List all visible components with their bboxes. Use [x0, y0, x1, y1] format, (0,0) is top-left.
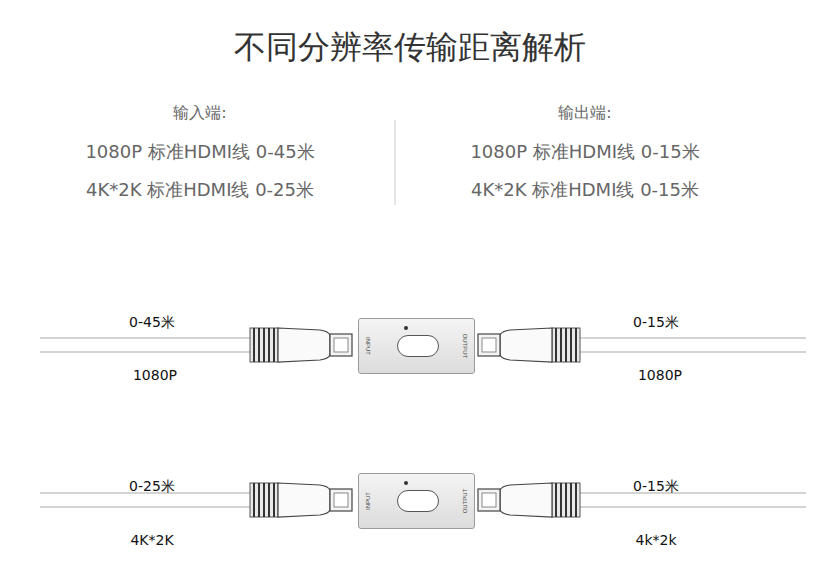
indicator-led: [404, 481, 408, 485]
column-heading: 输入端:: [173, 103, 226, 124]
title: 不同分辨率传输距离解析: [234, 26, 586, 70]
distance-label: 0-15米: [633, 314, 679, 332]
extender-box: INPUT OUTPUT: [358, 473, 475, 529]
resolution-label: 4K*2K: [130, 532, 173, 548]
port-label: OUTPUT: [462, 334, 468, 359]
button-panel: [397, 490, 439, 512]
resolution-label: 1080P: [133, 367, 177, 383]
port-label: INPUT: [365, 492, 371, 510]
port-label: INPUT: [365, 337, 371, 355]
indicator-led: [404, 326, 408, 330]
resolution-label: 1080P: [638, 367, 682, 383]
distance-label: 0-25米: [129, 478, 175, 496]
distance-label: 0-15米: [633, 478, 679, 496]
distance-label: 0-45米: [129, 314, 175, 332]
spec-line: 4K*2K 标准HDMI线 0-15米: [471, 178, 699, 202]
button-panel: [397, 335, 439, 357]
resolution-label: 4k*2k: [635, 532, 676, 548]
spec-line: 1080P 标准HDMI线 0-15米: [470, 140, 699, 164]
port-label: OUTPUT: [462, 489, 468, 514]
spec-line: 1080P 标准HDMI线 0-45米: [85, 140, 314, 164]
column-divider: [395, 120, 396, 205]
spec-line: 4K*2K 标准HDMI线 0-25米: [86, 178, 314, 202]
extender-box: INPUT OUTPUT: [358, 318, 475, 374]
column-heading: 输出端:: [558, 103, 611, 124]
